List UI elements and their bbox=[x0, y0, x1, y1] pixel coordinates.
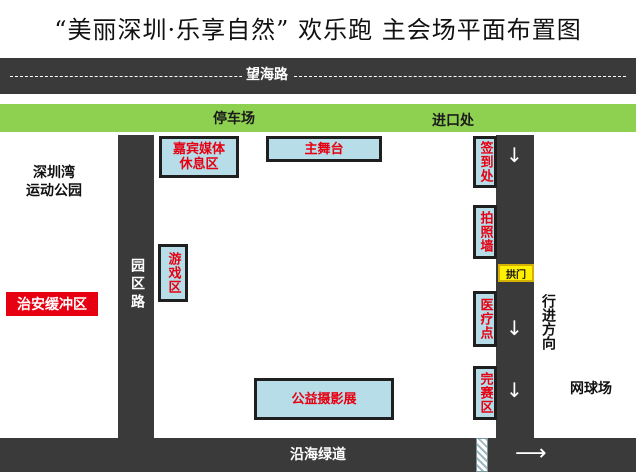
arch-gate: 拱门 bbox=[498, 264, 534, 282]
tennis-court-label: 网球场 bbox=[570, 381, 612, 397]
route-road bbox=[496, 135, 534, 440]
top-road-label: 望海路 bbox=[242, 66, 292, 84]
green-band bbox=[0, 104, 636, 132]
games-area: 游戏区 bbox=[158, 244, 188, 302]
map-title: “美丽深圳·乐享自然” 欢乐跑 主会场平面布置图 bbox=[54, 16, 582, 44]
inner-vertical-road-label: 园区路 bbox=[129, 258, 145, 312]
direction-label: 行进方向 bbox=[540, 294, 556, 350]
down-arrow-icon: ↓ bbox=[506, 378, 523, 402]
entrance-label: 进口处 bbox=[432, 113, 474, 129]
medical-point: 医疗点 bbox=[473, 291, 497, 347]
right-arrow-icon: ⟶ bbox=[515, 441, 547, 466]
finish-area: 完赛区 bbox=[473, 366, 497, 420]
down-arrow-icon: ↓ bbox=[506, 316, 523, 340]
guest-media-rest-area: 嘉宾媒体休息区 bbox=[159, 136, 239, 178]
photo-wall: 拍照墙 bbox=[473, 205, 497, 259]
sign-in-point: 签到处 bbox=[473, 136, 497, 188]
parking-label: 停车场 bbox=[213, 111, 255, 127]
top-road-lane-marking bbox=[10, 76, 626, 77]
park-label: 深圳湾 运动公园 bbox=[26, 165, 82, 199]
main-stage: 主舞台 bbox=[266, 136, 382, 162]
photo-exhibit: 公益摄影展 bbox=[254, 378, 394, 420]
crosswalk bbox=[476, 438, 488, 472]
down-arrow-icon: ↓ bbox=[506, 143, 523, 167]
inner-vertical-road bbox=[118, 135, 154, 440]
bottom-road-label: 沿海绿道 bbox=[286, 446, 350, 464]
security-buffer-zone: 治安缓冲区 bbox=[6, 292, 98, 316]
